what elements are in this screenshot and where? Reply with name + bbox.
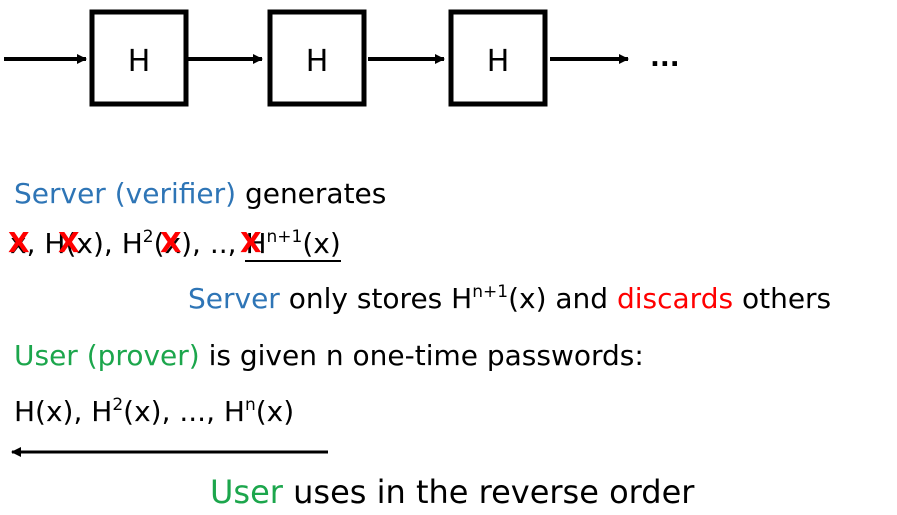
seq-hn1-base: H [245, 227, 267, 260]
seq-h2-base: H [121, 227, 143, 260]
seq-dots: .. [209, 227, 228, 260]
seq-h2-arg: (x) [153, 227, 192, 260]
seq-h1: H(x) [44, 227, 104, 260]
pw-part-3: (x) [255, 395, 295, 428]
storage-mid-text: only stores H [288, 282, 473, 315]
generates-text: generates [244, 177, 387, 210]
user-given-text: is given n one-time passwords: [208, 339, 644, 372]
server-generates-line: Server (verifier) generates [14, 178, 386, 210]
reverse-order-text: uses in the reverse order [293, 473, 695, 511]
seq-sep-1: , [26, 227, 45, 260]
cross-mark-1: X [8, 226, 30, 259]
user-prover-label: User (prover) [14, 339, 200, 372]
seq-h2-sup: 2 [142, 227, 154, 247]
seq-sep-3: , [192, 227, 210, 260]
pw-sup-n: n [244, 395, 256, 415]
reverse-user-label: User [210, 473, 283, 511]
cross-mark-4: X [240, 226, 262, 259]
seq-hn1: Hn+1(x) [245, 227, 341, 262]
hash-box-2 [267, 9, 367, 107]
hash-box-3 [448, 9, 548, 107]
pw-sup-2: 2 [112, 395, 124, 415]
chain-ellipsis: ... [650, 43, 680, 73]
user-given-line: User (prover) is given n one-time passwo… [14, 340, 644, 372]
hash-box-1 [89, 9, 189, 107]
seq-hn1-arg: (x) [302, 227, 341, 260]
hash-box-1-label: H [128, 44, 151, 79]
reverse-order-line: User uses in the reverse order [210, 474, 694, 510]
storage-tail: others [733, 282, 832, 315]
cross-mark-2: X [58, 226, 80, 259]
storage-arg: (x) and [508, 282, 617, 315]
password-list-line: H(x), H2(x), ..., Hn(x) [14, 396, 294, 428]
seq-sep-4: , [227, 227, 246, 260]
server-verifier-label: Server (verifier) [14, 177, 237, 210]
storage-line: Server only stores Hn+1(x) and discards … [188, 283, 831, 315]
seq-x: x [10, 227, 27, 260]
cross-mark-3: X [160, 226, 182, 259]
hash-box-3-label: H [487, 44, 510, 79]
seq-sep-2: , [103, 227, 122, 260]
seq-hn1-sup: n+1 [266, 227, 303, 247]
discards-word: discards [616, 282, 734, 315]
hash-box-2-label: H [306, 44, 329, 79]
pw-part-1: H(x), H [14, 395, 113, 428]
pw-part-2: (x), ..., H [123, 395, 245, 428]
hash-sequence-line: x, H(x), H2(x), .., Hn+1(x) [10, 227, 341, 262]
storage-server-label: Server [188, 282, 280, 315]
storage-sup: n+1 [472, 282, 509, 302]
